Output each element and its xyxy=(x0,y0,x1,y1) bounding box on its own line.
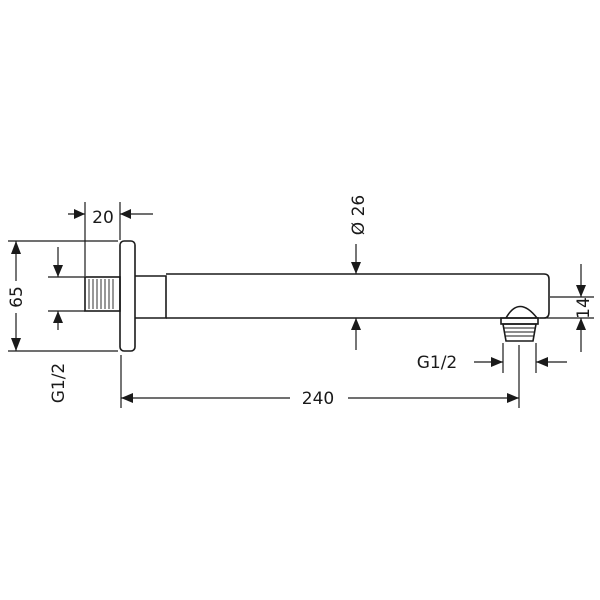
dim-label-outlet-offset: 14 xyxy=(574,297,594,319)
dim-outlet-thread: G1/2 xyxy=(417,343,567,373)
wall-flange xyxy=(119,240,136,352)
pipe-collar xyxy=(135,275,167,319)
dim-label-outlet-thread: G1/2 xyxy=(417,353,458,373)
dim-label-total-length: 240 xyxy=(302,389,334,409)
dim-wall-height: 65 xyxy=(7,240,118,352)
dim-outlet-offset: 14 xyxy=(540,264,594,352)
dim-total-length: 240 xyxy=(120,345,520,409)
dim-pipe-diameter: Ø 26 xyxy=(349,195,369,350)
inlet-thread-stub xyxy=(84,276,121,312)
pipe-arm xyxy=(166,273,550,319)
outlet-collar xyxy=(500,317,539,325)
outlet-thread-body xyxy=(502,323,537,342)
dim-label-pipe-diameter: Ø 26 xyxy=(349,195,369,235)
dim-label-flange-width: 20 xyxy=(92,208,114,228)
dim-flange-width: 20 xyxy=(68,202,153,276)
outlet-thread-hatching xyxy=(504,327,535,337)
inlet-thread-hatching xyxy=(88,279,114,309)
dim-label-inlet-thread: G1/2 xyxy=(49,363,69,404)
shower-arm-part xyxy=(84,240,550,352)
dim-label-wall-height: 65 xyxy=(7,286,27,308)
outlet-dome xyxy=(505,305,538,319)
dim-inlet-thread: G1/2 xyxy=(48,247,85,403)
